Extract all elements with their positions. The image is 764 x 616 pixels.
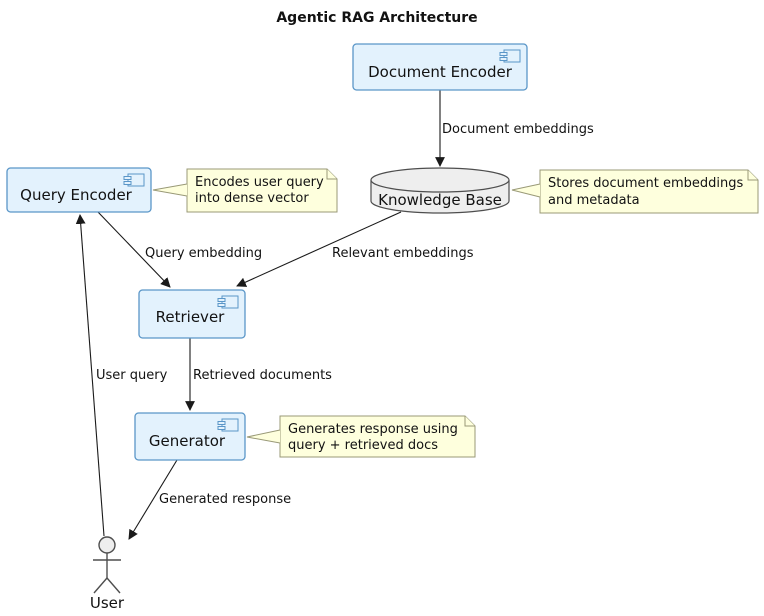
node-label: Document Encoder <box>368 63 513 81</box>
node-label: Generator <box>149 432 226 450</box>
node-retriever: Retriever <box>138 289 246 339</box>
edge-query-embedding <box>97 211 171 288</box>
note-text-line2: query + retrieved docs <box>288 438 438 453</box>
node-document-encoder: Document Encoder <box>352 43 528 91</box>
node-label: Knowledge Base <box>378 191 502 209</box>
node-knowledge-base: Knowledge Base <box>370 167 510 214</box>
note-query-encoder: Encodes user query into dense vector <box>152 168 338 213</box>
component-icon <box>499 49 521 63</box>
component-icon <box>123 173 145 187</box>
node-generator: Generator <box>134 412 246 461</box>
note-text-line1: Generates response using <box>288 422 458 437</box>
edge-label-query-embedding: Query embedding <box>145 246 262 261</box>
note-body <box>186 168 338 213</box>
note-pointer <box>511 183 541 198</box>
note-knowledge-base: Stores document embeddings and metadata <box>511 169 759 214</box>
note-text-line2: into dense vector <box>195 191 309 206</box>
note-fold-corner-icon <box>464 416 475 427</box>
node-query-encoder: Query Encoder <box>6 167 152 213</box>
note-pointer <box>152 183 188 197</box>
note-generator: Generates response using query + retriev… <box>246 415 476 458</box>
node-user: User <box>90 536 125 612</box>
edge-label-document-embeddings: Document embeddings <box>442 122 594 137</box>
edges: Document embeddings Query embedding Rele… <box>75 90 594 540</box>
edge-label-generated-response: Generated response <box>159 492 291 507</box>
edge-user-query <box>75 214 105 537</box>
component-body <box>352 43 528 91</box>
node-label: Query Encoder <box>20 186 133 204</box>
edge-generated-response <box>128 459 178 540</box>
note-text-line1: Encodes user query <box>195 175 324 190</box>
note-fold-corner-icon <box>747 170 758 181</box>
component-body <box>6 167 152 213</box>
note-body <box>279 415 476 458</box>
note-body <box>539 169 759 214</box>
diagram-title: Agentic RAG Architecture <box>276 10 477 26</box>
edge-label-user-query: User query <box>96 368 168 383</box>
note-fold-corner-icon <box>326 169 337 180</box>
actor-icon <box>93 536 121 594</box>
component-icon <box>217 418 239 432</box>
edge-relevant-embeddings <box>236 211 402 287</box>
note-text-line2: and metadata <box>548 193 640 208</box>
edge-label-relevant-embeddings: Relevant embeddings <box>332 246 474 261</box>
note-text-line1: Stores document embeddings <box>548 176 744 191</box>
node-label: User <box>90 594 125 612</box>
component-icon <box>217 295 239 309</box>
node-label: Retriever <box>156 308 226 326</box>
note-pointer <box>246 429 281 444</box>
edge-label-retrieved-documents: Retrieved documents <box>193 368 332 383</box>
database-top-icon <box>370 167 510 193</box>
